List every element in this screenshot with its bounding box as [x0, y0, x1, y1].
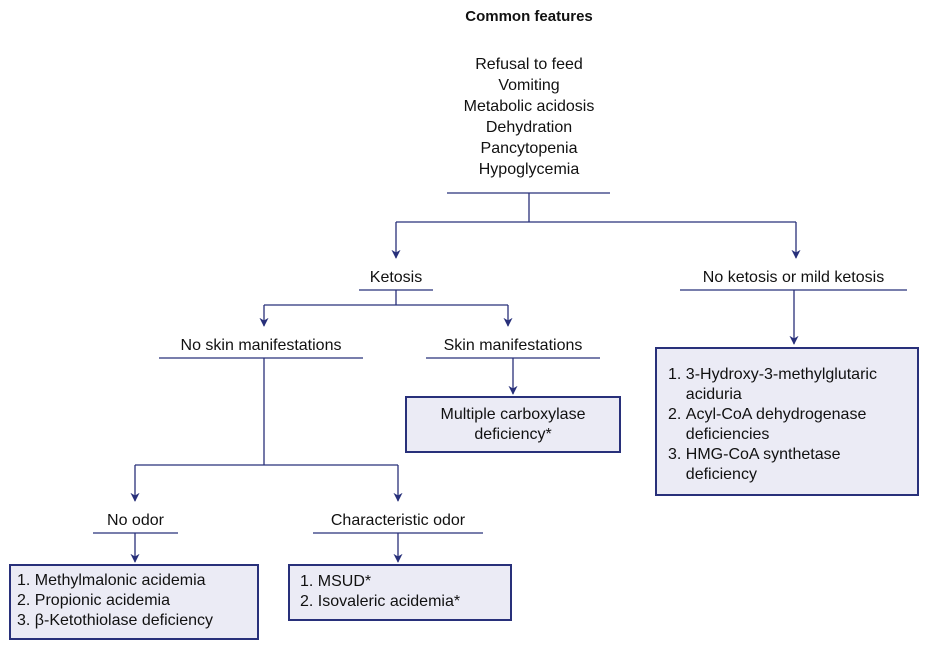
feature-item: Metabolic acidosis	[463, 98, 595, 115]
list-item: 2. Isovaleric acidemia*	[300, 593, 461, 610]
list-item: 1. MSUD*	[300, 573, 372, 590]
odor-disorder-list: 1. MSUD* 2. Isovaleric acidemia*	[300, 572, 504, 612]
outcome-no-odor-box: 1. Methylmalonic acidemia 2. Propionic a…	[9, 564, 259, 640]
list-item: 3. HMG-CoA synthetase deficiency	[668, 446, 841, 483]
branch-skin-manifestations: Skin manifestations	[443, 337, 583, 354]
feature-item: Pancytopenia	[480, 140, 578, 157]
branch-ketosis: Ketosis	[369, 269, 423, 286]
list-item: 2. Acyl-CoA dehydrogenase deficiencies	[668, 406, 867, 443]
no-odor-disorder-list: 1. Methylmalonic acidemia 2. Propionic a…	[17, 571, 253, 631]
outcome-multiple-carboxylase-box: Multiple carboxylase deficiency*	[405, 396, 621, 453]
feature-item: Dehydration	[485, 119, 573, 136]
list-item: 3. β-Ketothiolase deficiency	[17, 612, 213, 629]
branch-characteristic-odor: Characteristic odor	[330, 512, 466, 529]
list-item: 2. Propionic acidemia	[17, 592, 170, 609]
diagram-title: Common features	[465, 8, 593, 25]
outcome-odor-box: 1. MSUD* 2. Isovaleric acidemia*	[288, 564, 512, 621]
list-item: 1. Methylmalonic acidemia	[17, 572, 206, 589]
outcome-multiple-carboxylase: Multiple carboxylase deficiency*	[440, 405, 586, 443]
branch-no-odor: No odor	[107, 512, 164, 529]
branch-no-skin-manifestations: No skin manifestations	[180, 337, 342, 354]
list-item: 1. 3-Hydroxy-3-methylglutaric aciduria	[668, 366, 877, 403]
common-features-list: Refusal to feed Vomiting Metabolic acido…	[329, 54, 729, 180]
branch-no-ketosis: No ketosis or mild ketosis	[702, 269, 885, 286]
no-ketosis-disorder-list: 1. 3-Hydroxy-3-methylglutaric aciduria 2…	[668, 365, 907, 485]
outcome-no-ketosis-box: 1. 3-Hydroxy-3-methylglutaric aciduria 2…	[655, 347, 919, 496]
feature-item: Hypoglycemia	[478, 161, 580, 178]
feature-item: Vomiting	[498, 77, 560, 94]
feature-item: Refusal to feed	[475, 56, 583, 73]
